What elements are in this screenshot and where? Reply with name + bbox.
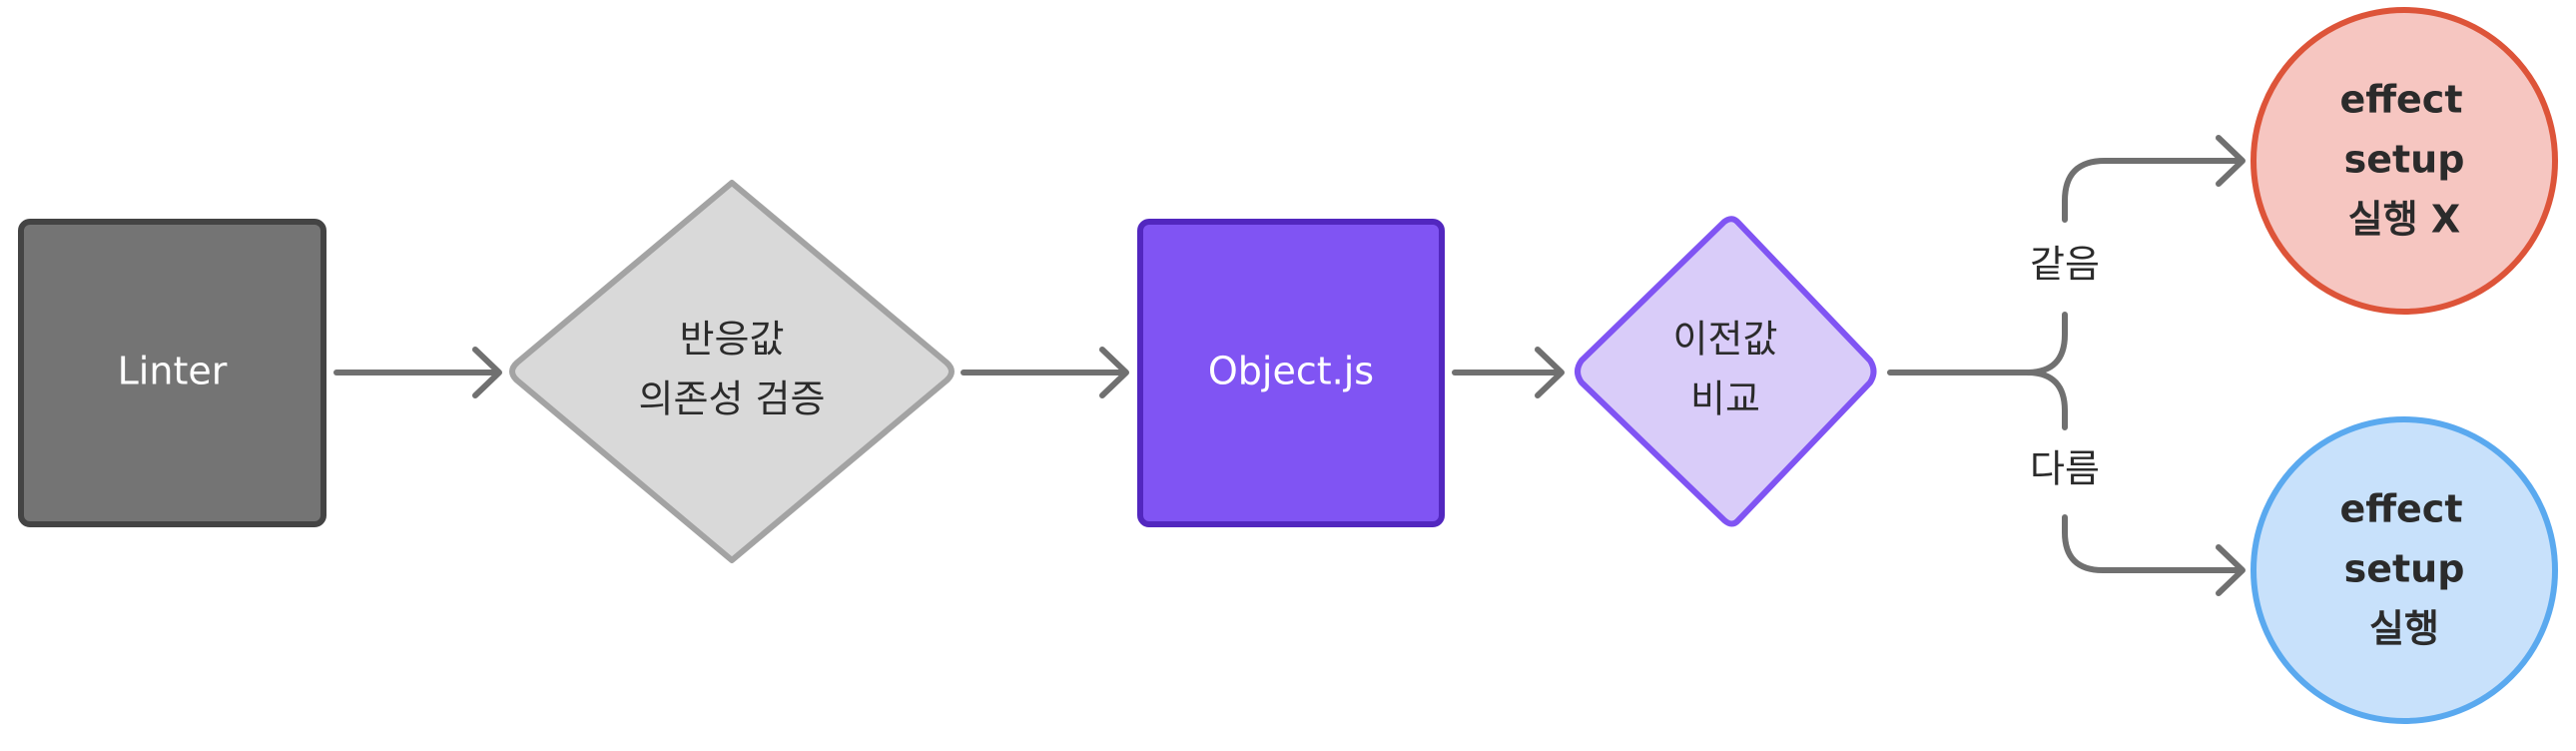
object-js-node: Object.js (1137, 219, 1445, 527)
object-js-box (1137, 219, 1445, 527)
effect-run-node: effect setup 실행 (2251, 416, 2558, 724)
effect-run-line-3: 실행 (2369, 607, 2439, 651)
effect-run-line-2: setup (2344, 547, 2465, 591)
effect-skip-line-3: 실행 X (2348, 198, 2460, 242)
effect-run-circle (2251, 416, 2558, 724)
dependency-check-line-1: 반응값 (680, 318, 785, 362)
arrow-linter-to-check (333, 347, 502, 398)
branch-connector (1887, 312, 2068, 430)
linter-box (18, 219, 326, 527)
compare-prev-line-1: 이전값 (1673, 318, 1778, 362)
dependency-check-diamond (509, 180, 955, 563)
arrow-object-to-compare (1452, 347, 1565, 398)
effect-skip-circle (2251, 7, 2558, 315)
compare-prev-line-2: 비교 (1690, 377, 1760, 421)
effect-skip-line-1: effect (2339, 78, 2462, 122)
arrow-same-to-skip (2062, 135, 2246, 223)
dependency-check-node: 반응값 의존성 검증 (509, 180, 955, 563)
same-edge-label: 같음 (2030, 243, 2100, 287)
linter-node: Linter (18, 219, 326, 527)
linter-label: Linter (118, 350, 228, 393)
effect-run-line-1: effect (2339, 487, 2462, 531)
compare-prev-node: 이전값 비교 (1575, 216, 1877, 527)
arrow-different-to-run (2062, 514, 2246, 596)
different-edge-label: 다름 (2030, 447, 2100, 491)
object-js-label: Object.js (1208, 350, 1374, 393)
arrow-check-to-object (961, 347, 1129, 398)
compare-prev-diamond (1575, 216, 1877, 527)
dependency-check-line-2: 의존성 검증 (639, 377, 826, 421)
effect-skip-node: effect setup 실행 X (2251, 7, 2558, 315)
effect-skip-line-2: setup (2344, 138, 2465, 182)
